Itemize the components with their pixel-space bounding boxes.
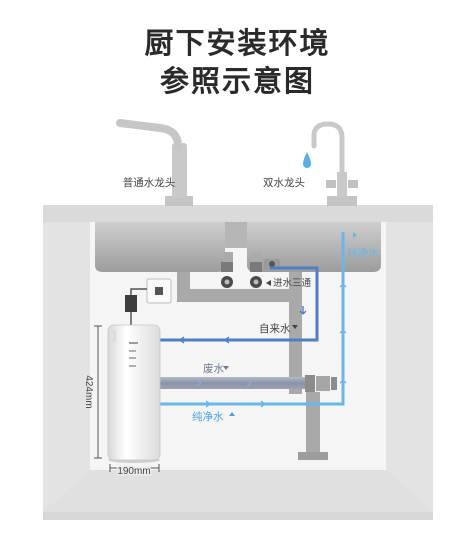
dual-faucet bbox=[311, 121, 358, 206]
label-width-dim: 190mm bbox=[117, 466, 150, 477]
water-purifier: · bbox=[107, 324, 161, 463]
dimension-lines bbox=[94, 325, 160, 472]
tee-valve bbox=[264, 259, 280, 269]
waste-water-pipe bbox=[118, 377, 311, 389]
title-line-1: 厨下安装环境 bbox=[144, 28, 331, 60]
power-cord bbox=[130, 288, 147, 296]
supply-valves bbox=[221, 252, 262, 288]
svg-text:废水: 废水 bbox=[203, 362, 224, 375]
label-dual-faucet: 双水龙头 bbox=[263, 176, 305, 189]
sink bbox=[95, 222, 381, 272]
tap-water-pipe bbox=[118, 266, 319, 342]
power-socket-icon bbox=[146, 278, 172, 304]
label-height-dim: 424mm bbox=[83, 375, 94, 408]
svg-text:纯净水: 纯净水 bbox=[347, 246, 379, 259]
label-regular-faucet: 普通水龙头 bbox=[123, 176, 176, 189]
pipe-fittings bbox=[305, 375, 337, 392]
title-line-2: 参照示意图 bbox=[159, 66, 315, 98]
purified-water-pipe bbox=[118, 232, 345, 406]
svg-text:纯净水: 纯净水 bbox=[192, 410, 224, 423]
label-waste-water: 废水 bbox=[203, 362, 229, 375]
svg-text:自来水: 自来水 bbox=[259, 322, 291, 335]
label-purified-water-bottom: 纯净水 bbox=[192, 410, 235, 423]
drain-pipes bbox=[177, 272, 328, 460]
water-drop-icon bbox=[303, 152, 311, 168]
power-adapter bbox=[125, 295, 137, 312]
label-tee-valve: 进水三通 bbox=[266, 277, 312, 289]
label-tap-water: 自来水 bbox=[259, 322, 298, 335]
svg-text:进水三通: 进水三通 bbox=[273, 277, 312, 289]
svg-text:·: · bbox=[134, 330, 135, 334]
regular-faucet bbox=[116, 119, 193, 206]
label-purified-water-top: 纯净水 bbox=[347, 232, 379, 259]
